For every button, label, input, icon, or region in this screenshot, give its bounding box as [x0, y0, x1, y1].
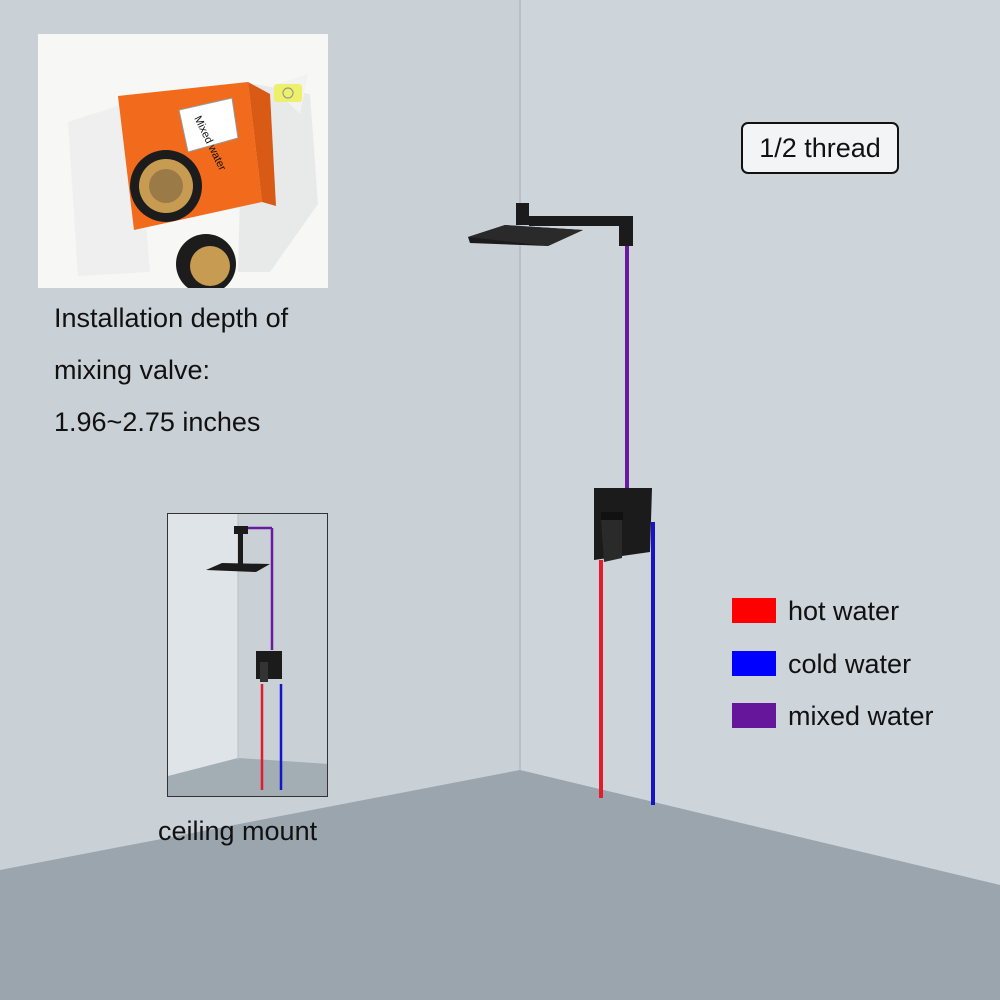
install-depth-value: 1.96~2.75 inches — [54, 407, 261, 437]
legend-label-cold: cold water — [788, 649, 912, 679]
wall-right — [520, 0, 1000, 885]
legend-label-mixed: mixed water — [788, 701, 934, 731]
valve-photo: Mixed water — [38, 34, 328, 288]
legend-label-hot: hot water — [788, 596, 900, 626]
thread-label: 1/2 thread — [759, 132, 881, 163]
legend-swatch-cold — [732, 651, 776, 676]
floor — [0, 770, 1000, 1000]
legend-swatch-hot — [732, 598, 776, 623]
shower-head — [468, 203, 633, 246]
legend-swatch-mixed — [732, 703, 776, 728]
install-depth-line-2: mixing valve: — [54, 355, 211, 385]
thread-label-box: 1/2 thread — [741, 122, 899, 174]
ceiling-mount-caption: ceiling mount — [158, 816, 318, 846]
valve-trim — [594, 488, 652, 562]
install-depth-line-1: Installation depth of — [54, 303, 289, 333]
ceiling-mount-inset — [167, 513, 328, 797]
